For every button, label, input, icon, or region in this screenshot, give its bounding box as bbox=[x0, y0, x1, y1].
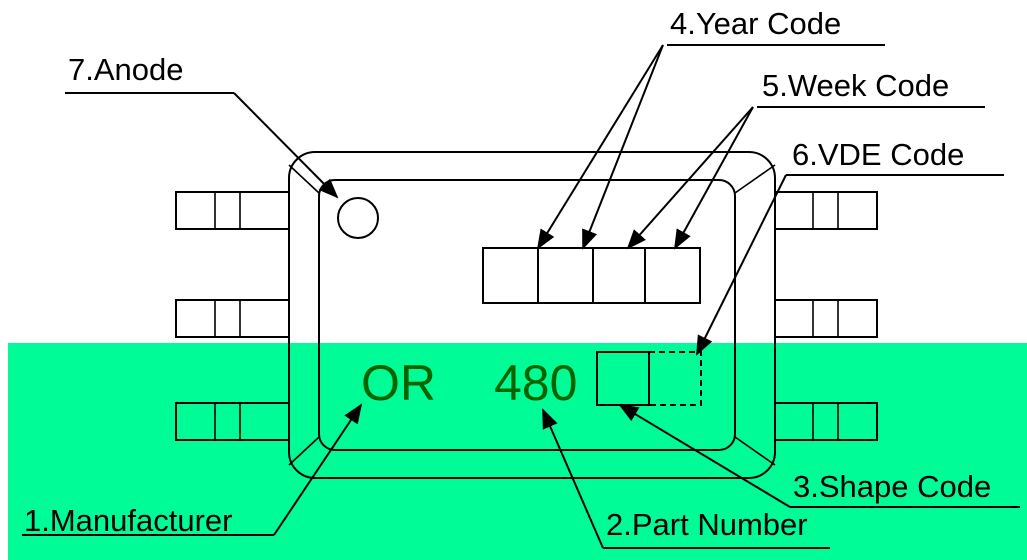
label-shape-code: 3.Shape Code bbox=[793, 469, 991, 504]
year-code-box-1 bbox=[482, 247, 539, 304]
package-inner-outline bbox=[318, 179, 736, 451]
chamfer-bottom-right bbox=[734, 436, 776, 466]
right-pins bbox=[774, 191, 878, 441]
highlight-band bbox=[8, 343, 1027, 560]
label-manufacturer: 1.Manufacturer bbox=[24, 503, 233, 538]
manufacturer-marking: OR bbox=[361, 355, 436, 411]
left-pins bbox=[175, 191, 290, 441]
chamfer-top-left bbox=[288, 164, 320, 194]
label-year-code: 4.Year Code bbox=[670, 6, 841, 41]
pin-left-1 bbox=[175, 191, 290, 230]
pin-left-3 bbox=[175, 402, 290, 441]
anode-dot bbox=[337, 197, 379, 239]
part-number-marking: 480 bbox=[494, 355, 577, 411]
pin-right-3 bbox=[774, 402, 878, 441]
label-anode: 7.Anode bbox=[68, 52, 184, 87]
shape-code-box bbox=[596, 351, 650, 406]
pin-right-1 bbox=[774, 191, 878, 230]
leader-lines bbox=[22, 44, 1020, 549]
label-part-number: 2.Part Number bbox=[606, 507, 808, 542]
pin-left-2 bbox=[175, 299, 290, 338]
label-week-code: 5.Week Code bbox=[762, 68, 949, 103]
week-code-box-1 bbox=[592, 247, 646, 304]
chamfer-top-right bbox=[734, 164, 776, 194]
chamfer-bottom-left bbox=[288, 436, 320, 466]
label-vde-code: 6.VDE Code bbox=[792, 137, 964, 172]
year-code-box-2 bbox=[537, 247, 594, 304]
date-code-boxes bbox=[482, 247, 701, 304]
week-code-box-2 bbox=[644, 247, 701, 304]
pin-right-2 bbox=[774, 299, 878, 338]
vde-code-box bbox=[648, 351, 702, 406]
